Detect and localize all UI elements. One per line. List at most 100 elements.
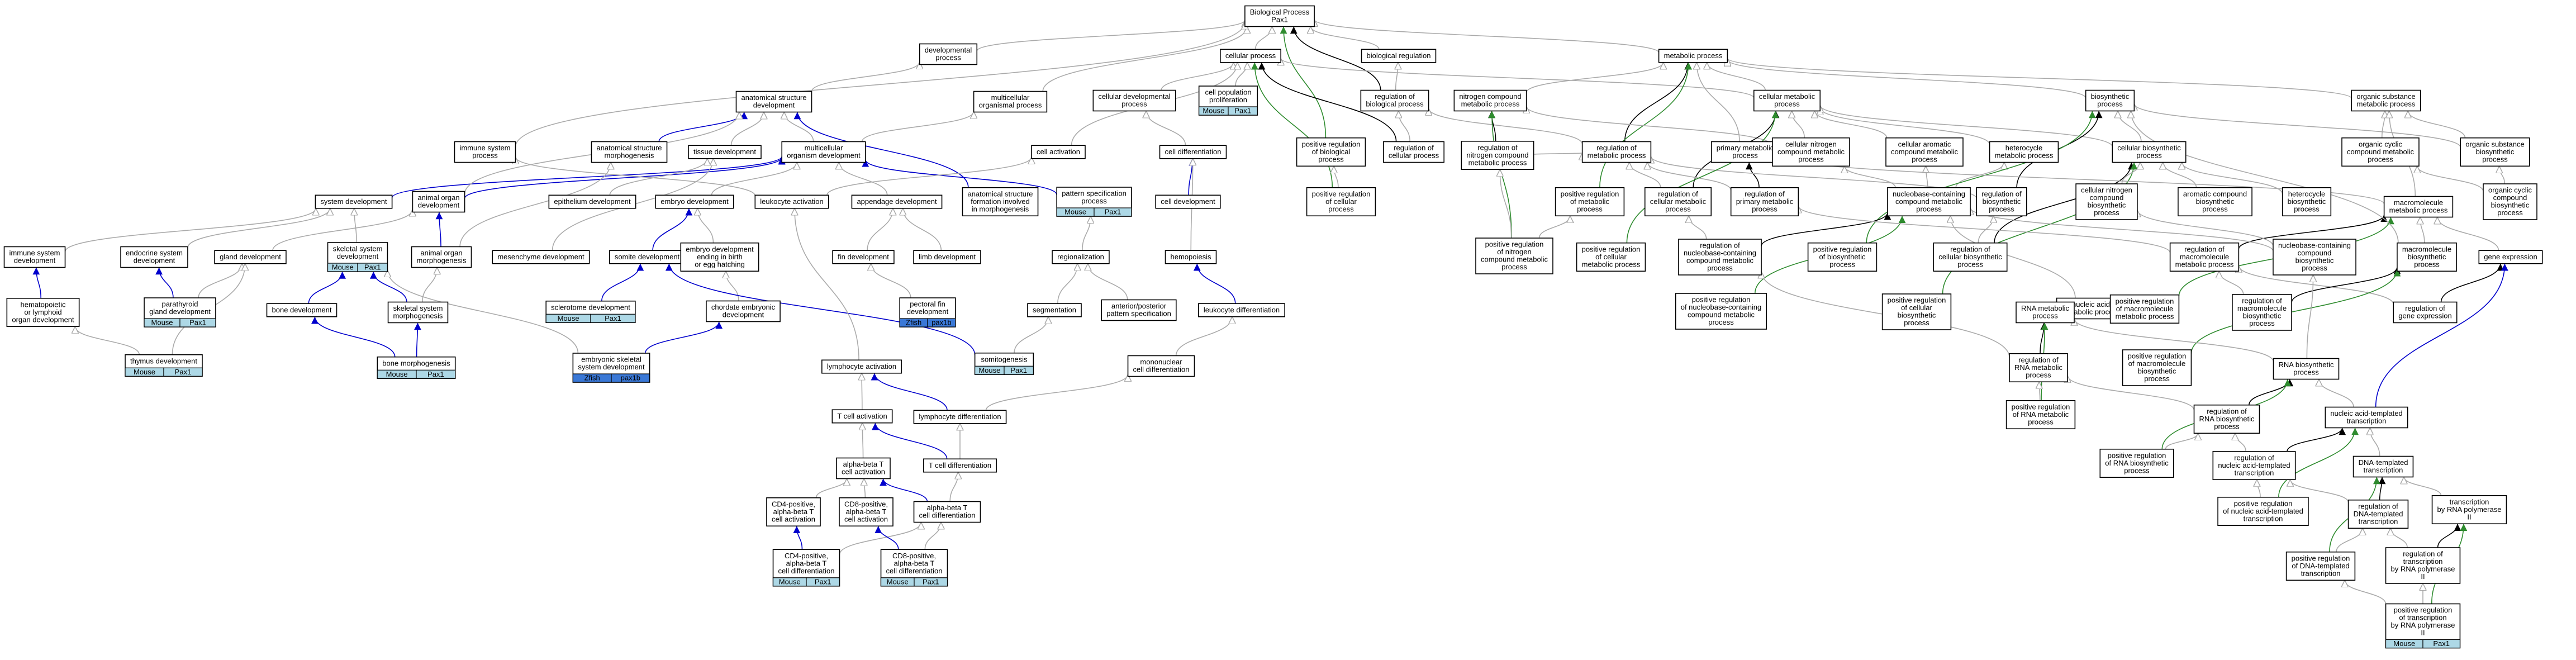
go-term-node[interactable]: somite development [609,250,685,264]
go-term-node[interactable]: biological regulation [1361,49,1437,63]
go-term-node[interactable]: segmentation [1027,303,1082,317]
go-term-node[interactable]: regulation ofnucleobase-containingcompou… [1678,239,1762,276]
go-term-node[interactable]: tissue development [688,145,762,159]
go-term-node[interactable]: cell activation [1031,145,1086,159]
go-term-node[interactable]: system development [315,194,393,209]
go-term-node[interactable]: T cell differentiation [923,458,997,473]
go-term-node[interactable]: cell differentiation [1159,145,1227,159]
go-term-node[interactable]: lymphocyte differentiation [913,410,1007,424]
go-term-node[interactable]: epithelium development [548,194,636,209]
go-term-node[interactable]: fin development [832,250,895,264]
go-term-node[interactable]: leukocyte activation [754,194,829,209]
go-term-node[interactable]: gene expression [2478,250,2543,264]
go-term-node[interactable]: appendage development [851,194,943,209]
go-term-node[interactable]: leukocyte differentiation [1198,303,1285,317]
go-term-node[interactable]: gland development [214,250,287,264]
go-term-node[interactable]: embryo development [655,194,734,209]
go-term-node[interactable]: mesenchyme development [492,250,590,264]
go-term-node[interactable]: limb development [913,250,981,264]
go-term-node[interactable]: bone development [266,303,338,317]
go-term-node[interactable]: lymphocyte activation [821,359,902,374]
go-term-node[interactable]: metabolic process [1658,49,1728,63]
go-term-node[interactable]: cellular nitrogencompoundbiosyntheticpro… [2075,183,2138,220]
go-term-node[interactable]: regulation ofmacromoleculebiosyntheticpr… [2232,294,2292,331]
go-term-node[interactable]: cell development [1155,194,1221,209]
go-term-node[interactable]: organic cycliccompoundbiosyntheticproces… [2483,183,2537,220]
go-term-node[interactable]: cellular process [1220,49,1281,63]
